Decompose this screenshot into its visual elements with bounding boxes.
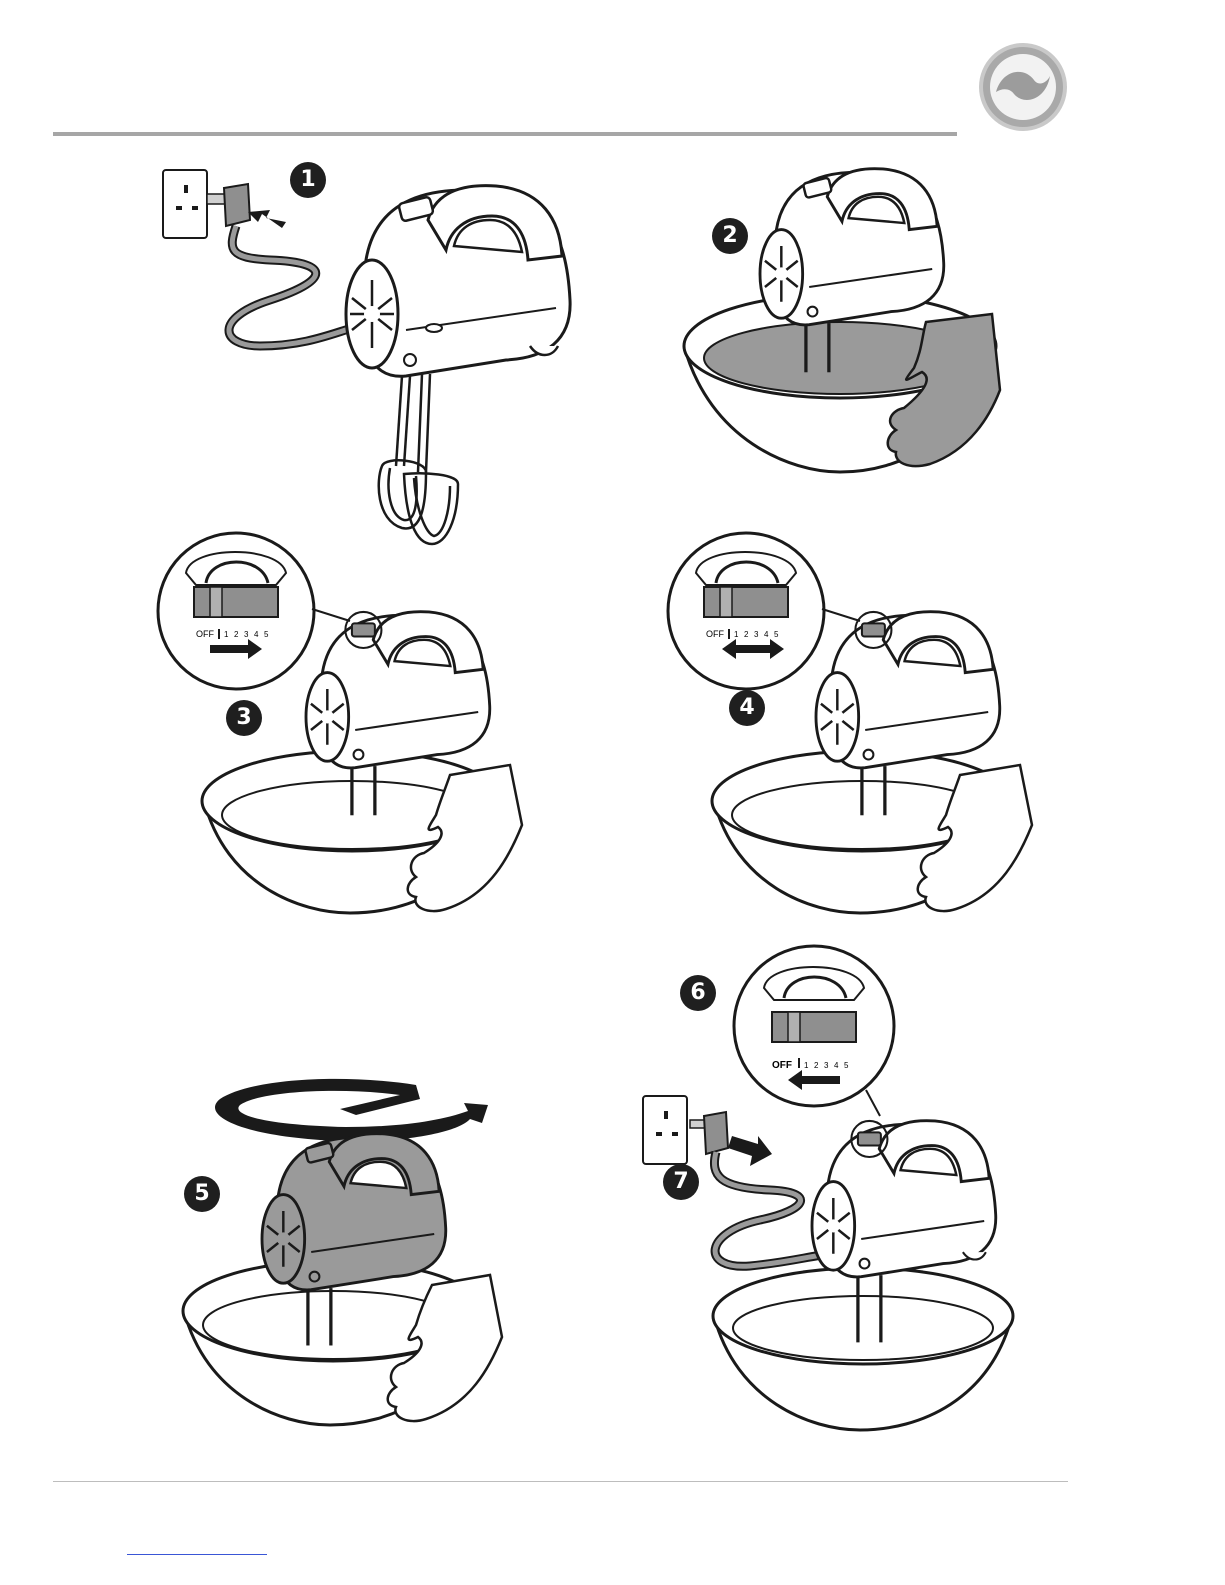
footer-underline (127, 1554, 267, 1555)
arrow-icon (728, 1136, 772, 1166)
speed-dial-off-label: OFF (772, 1060, 792, 1071)
step-number-2: 2 (712, 218, 748, 254)
speed-label-3: 3 (754, 630, 759, 639)
speed-label-5: 5 (774, 630, 779, 639)
footer-rule (53, 1481, 1068, 1482)
speed-label-3: 3 (824, 1061, 829, 1070)
header-rule (53, 132, 957, 136)
speed-label-4: 4 (764, 630, 769, 639)
speed-label-1: 1 (804, 1061, 809, 1070)
speed-label-5: 5 (844, 1061, 849, 1070)
speed-label-5: 5 (264, 630, 269, 639)
wall-socket (643, 1096, 687, 1164)
step-number-1: 1 (290, 162, 326, 198)
step2-illustration (670, 150, 1010, 480)
step4-illustration: OFF 1 2 3 4 5 (660, 525, 1060, 925)
step1-illustration (150, 150, 590, 550)
rotate-arrow-icon (215, 1079, 488, 1141)
speed-dial-off-label: OFF (196, 629, 214, 639)
step-number-6: 6 (680, 975, 716, 1011)
speed-label-2: 2 (234, 630, 239, 639)
step-number-7: 7 (663, 1164, 699, 1200)
speed-label-1: 1 (734, 630, 739, 639)
brand-swirl-logo-icon (976, 40, 1070, 134)
arrow-icon (248, 210, 286, 228)
step-number-5: 5 (184, 1176, 220, 1212)
speed-label-3: 3 (244, 630, 249, 639)
speed-label-4: 4 (834, 1061, 839, 1070)
speed-label-2: 2 (744, 630, 749, 639)
step3-illustration: OFF 1 2 3 4 5 (150, 525, 550, 925)
plug-icon (207, 184, 250, 226)
speed-dial-off-label: OFF (706, 629, 724, 639)
step-number-3: 3 (226, 700, 262, 736)
wall-socket (163, 170, 207, 238)
step6-7-illustration: OFF 1 2 3 4 5 (640, 940, 1060, 1445)
step-number-4: 4 (729, 690, 765, 726)
hand-mixer (346, 186, 570, 544)
step5-illustration (170, 1075, 530, 1445)
speed-label-2: 2 (814, 1061, 819, 1070)
speed-label-4: 4 (254, 630, 259, 639)
speed-label-1: 1 (224, 630, 229, 639)
plug-icon (690, 1112, 728, 1154)
